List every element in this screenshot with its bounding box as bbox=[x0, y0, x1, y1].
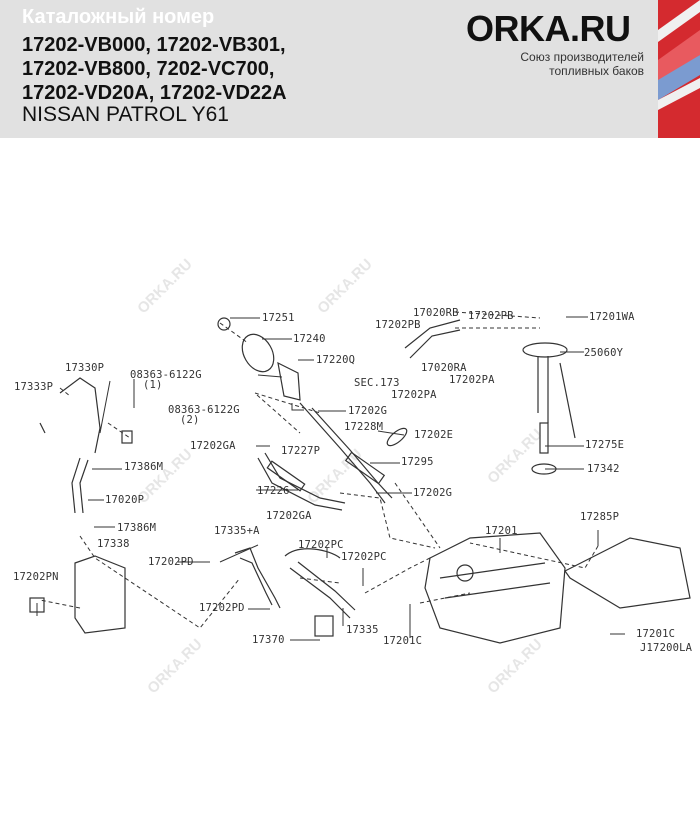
part-17226 bbox=[257, 452, 346, 511]
part-17335 bbox=[284, 548, 356, 619]
part-17020p-17330p bbox=[39, 377, 101, 514]
label-17020rb: 17020RB bbox=[413, 307, 459, 319]
leader-lines bbox=[36, 316, 625, 641]
label-17386m-bottom: 17386M bbox=[117, 522, 157, 534]
part-17342 bbox=[531, 463, 557, 475]
tagline-line-2: топливных баков bbox=[549, 64, 644, 78]
label-17202pc-b: 17202PC bbox=[341, 551, 387, 563]
part-numbers-line-3: 17202-VD20A, 17202-VD22A bbox=[22, 82, 287, 104]
label-17227p: 17227P bbox=[281, 445, 321, 457]
label-17201wa: 17201WA bbox=[589, 311, 635, 323]
label-17285p: 17285P bbox=[580, 511, 620, 523]
part-17020ra-rb bbox=[404, 319, 461, 359]
label-17020p: 17020P bbox=[105, 494, 145, 506]
label-17202pb-b: 17202PB bbox=[375, 319, 421, 331]
label-17335: 17335 bbox=[346, 624, 379, 636]
dashed-connections bbox=[39, 311, 599, 629]
label-17202g-top: 17202G bbox=[348, 405, 388, 417]
fuel-tank-diagram: ORKA.RU ORKA.RU ORKA.RU ORKA.RU ORKA.RU … bbox=[0, 138, 700, 838]
label-j17200la: J17200LA bbox=[640, 642, 693, 654]
part-numbers-line-1: 17202-VB000, 17202-VB301, bbox=[22, 34, 286, 56]
part-17202pn bbox=[29, 597, 45, 613]
tank-pump-opening bbox=[456, 564, 474, 582]
label-17335a: 17335+A bbox=[214, 525, 260, 537]
orka-logo[interactable]: ORKA.RU bbox=[466, 8, 631, 49]
label-25060y: 25060Y bbox=[584, 347, 624, 359]
part-17240 bbox=[241, 333, 275, 373]
header-banner: Каталожный номер 17202-VB000, 17202-VB30… bbox=[0, 0, 700, 138]
label-17275e: 17275E bbox=[585, 439, 625, 451]
label-17020ra: 17020RA bbox=[421, 362, 467, 374]
label-17201c-a: 17201C bbox=[383, 635, 423, 647]
label-08363-2: 08363-6122G bbox=[168, 404, 240, 416]
label-17202ga-bottom: 17202GA bbox=[266, 510, 312, 522]
part-25060y bbox=[522, 342, 568, 358]
label-17201: 17201 bbox=[485, 525, 518, 537]
label-08363-1-qty: (1) bbox=[143, 379, 163, 391]
label-17202pd-top: 17202PD bbox=[148, 556, 194, 568]
part-17201-fuel-tank bbox=[424, 532, 566, 644]
filler-neck-pipe bbox=[299, 402, 393, 504]
label-17338: 17338 bbox=[97, 538, 130, 550]
label-17333p: 17333P bbox=[14, 381, 54, 393]
part-17338 bbox=[74, 555, 126, 634]
part-shapes bbox=[29, 317, 691, 644]
label-17201c-b: 17201C bbox=[636, 628, 676, 640]
label-17202pa-b: 17202PA bbox=[391, 389, 437, 401]
part-17202e bbox=[386, 427, 408, 447]
label-17226: 17226 bbox=[257, 485, 290, 497]
label-17202ga-top: 17202GA bbox=[190, 440, 236, 452]
catalog-label: Каталожный номер bbox=[22, 6, 215, 28]
label-17202pc-a: 17202PC bbox=[298, 539, 344, 551]
bolt-08363 bbox=[121, 430, 133, 444]
label-17202g-bottom: 17202G bbox=[413, 487, 453, 499]
diagram-drawing bbox=[29, 311, 691, 644]
label-17330p: 17330P bbox=[65, 362, 105, 374]
part-17251 bbox=[217, 317, 231, 331]
part-17370 bbox=[314, 615, 334, 637]
label-sec173: SEC.173 bbox=[354, 377, 400, 389]
part-17285p-protector bbox=[564, 537, 691, 609]
label-17202e: 17202E bbox=[414, 429, 454, 441]
fuel-pump-unit bbox=[537, 356, 576, 439]
label-17202pa-a: 17202PA bbox=[449, 374, 495, 386]
vehicle-model: NISSAN PATROL Y61 bbox=[22, 103, 229, 126]
tagline-line-1: Союз производителей bbox=[520, 50, 644, 64]
label-17295: 17295 bbox=[401, 456, 434, 468]
part-17275e bbox=[539, 422, 549, 454]
label-17251: 17251 bbox=[262, 312, 295, 324]
label-08363-2-qty: (2) bbox=[180, 414, 200, 426]
part-numbers-line-2: 17202-VB800, 7202-VC700, bbox=[22, 58, 275, 80]
label-17386m-top: 17386M bbox=[124, 461, 164, 473]
label-17228m: 17228M bbox=[344, 421, 384, 433]
label-08363-1: 08363-6122G bbox=[130, 369, 202, 381]
label-17342: 17342 bbox=[587, 463, 620, 475]
label-17220q: 17220Q bbox=[316, 354, 356, 366]
label-17370: 17370 bbox=[252, 634, 285, 646]
label-17202pn: 17202PN bbox=[13, 571, 59, 583]
part-17295 bbox=[344, 451, 386, 485]
label-17202pd-bottom: 17202PD bbox=[199, 602, 245, 614]
part-17335a bbox=[234, 547, 281, 609]
label-17202pb-a: 17202PB bbox=[468, 310, 514, 322]
part-17220q bbox=[277, 361, 301, 401]
label-17240: 17240 bbox=[293, 333, 326, 345]
part-17227p bbox=[266, 460, 306, 492]
decorative-stripe bbox=[658, 0, 700, 138]
